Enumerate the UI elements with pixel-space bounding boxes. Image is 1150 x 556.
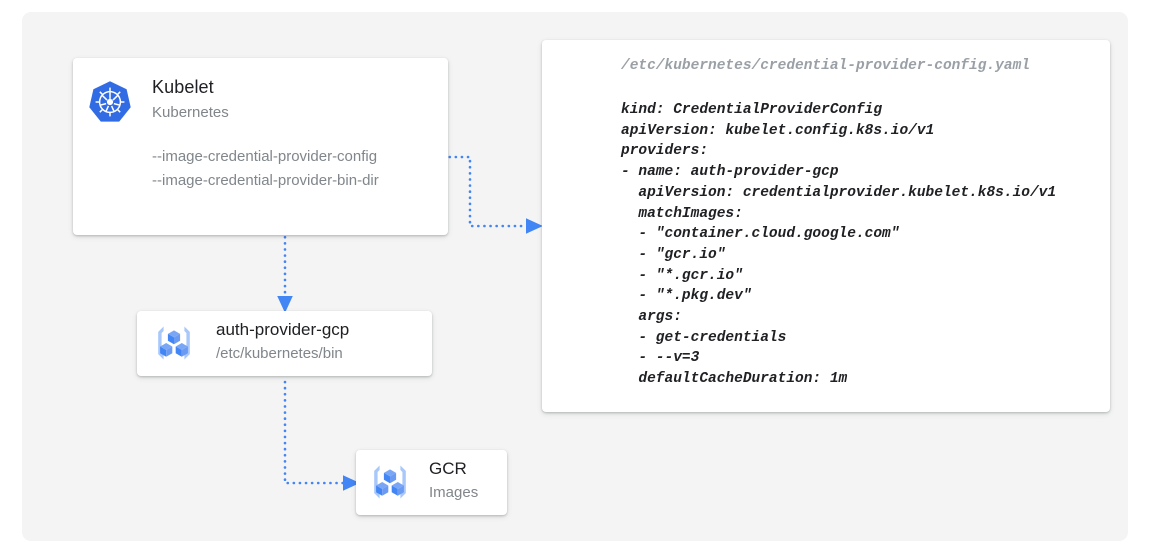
kubelet-title: Kubelet: [152, 77, 214, 97]
auth-provider-subtitle: /etc/kubernetes/bin: [216, 345, 343, 362]
kubernetes-helm-icon: [89, 81, 131, 122]
node-auth-provider-gcp[interactable]: auth-provider-gcp /etc/kubernetes/bin: [137, 311, 432, 376]
kubelet-flag-image-credential-provider-config: --image-credential-provider-config: [152, 148, 378, 165]
container-registry-icon: [158, 326, 190, 360]
credential-provider-config-card[interactable]: /etc/kubernetes/credential-provider-conf…: [542, 40, 1110, 412]
kubelet-flag-image-credential-provider-bin-dir: --image-credential-provider-bin-dir: [152, 172, 379, 189]
container-registry-icon: [374, 465, 406, 499]
kubelet-subtitle: Kubernetes: [152, 104, 229, 121]
gcr-subtitle: Images: [429, 484, 479, 501]
node-kubelet[interactable]: Kubelet Kubernetes --image-credential-pr…: [73, 58, 448, 235]
config-file-content: kind: CredentialProviderConfig apiVersio…: [621, 102, 1057, 388]
node-gcr[interactable]: GCR Images: [356, 450, 507, 515]
gcr-title: GCR: [429, 459, 467, 478]
auth-provider-title: auth-provider-gcp: [216, 320, 350, 339]
config-file-path: /etc/kubernetes/credential-provider-conf…: [621, 58, 1030, 74]
